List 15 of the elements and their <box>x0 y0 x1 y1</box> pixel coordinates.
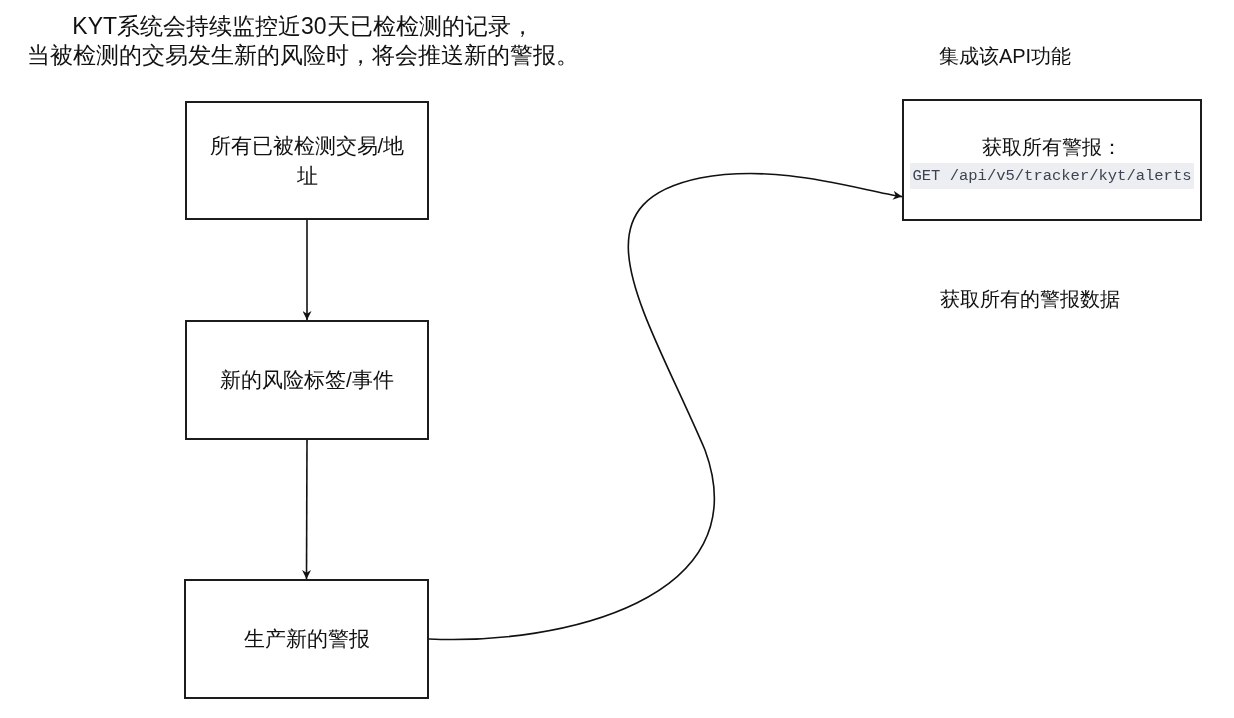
diagram-title: KYT系统会持续监控近30天已检检测的记录，当被检测的交易发生新的风险时，将会推送新的警报。 <box>26 12 580 70</box>
process-box <box>902 99 1202 221</box>
box-caption: 获取所有的警报数据 <box>939 287 1121 312</box>
box-text: 生产新的警报 <box>243 626 370 652</box>
process-box <box>185 101 429 220</box>
arrow <box>302 219 312 321</box>
process-box <box>185 320 429 440</box>
box-heading: 集成该API功能 <box>937 44 1073 69</box>
arrow <box>428 172 903 641</box>
box-text: 所有已被检测交易/地址 <box>208 132 406 189</box>
box-text: 获取所有警报： <box>982 135 1122 160</box>
code-snippet: GET /api/v5/tracker/kyt/alerts <box>910 163 1194 189</box>
arrow <box>302 439 312 580</box>
process-box <box>184 579 429 699</box>
box-text: 新的风险标签/事件 <box>220 367 394 393</box>
